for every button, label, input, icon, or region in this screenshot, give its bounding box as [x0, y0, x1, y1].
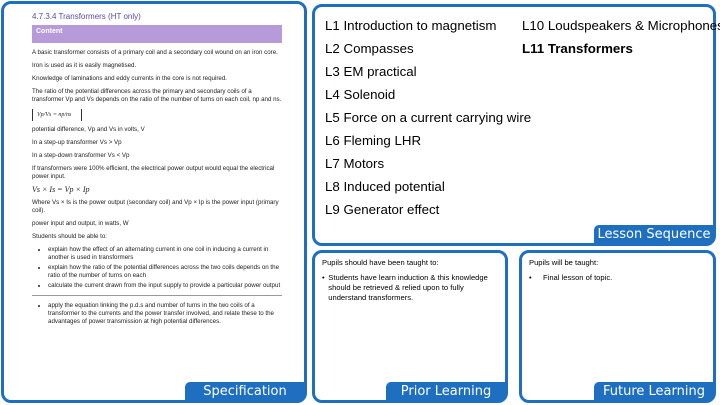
power-equation: Vs × Is = Vp × Ip — [32, 185, 90, 194]
lesson-item: L5 Force on a current carrying wire — [325, 110, 532, 125]
spec-bullet: apply the equation linking the p.d.s and… — [48, 302, 282, 326]
specification-label: Specification — [185, 382, 305, 401]
lesson-item: L4 Solenoid — [325, 87, 396, 102]
prior-learning-list: • Students have learn induction & this k… — [322, 273, 500, 303]
lesson-item: L1 Introduction to magnetism — [325, 18, 497, 33]
lesson-item: L8 Induced potential — [325, 179, 445, 194]
spec-title: 4.7.3.4 Transformers (HT only) — [32, 12, 141, 21]
specification-document: 4.7.3.4 Transformers (HT only) Content A… — [32, 13, 282, 331]
spec-paragraph: In a step-down transformer Vs < Vp — [32, 152, 130, 159]
lesson-item: L6 Fleming LHR — [325, 133, 422, 148]
lesson-item: L2 Compasses — [325, 41, 414, 56]
list-item: • Final lesson of topic. — [529, 273, 707, 283]
spec-bullet-list: explain how the effect of an alternating… — [32, 246, 282, 290]
bullet-icon: • — [529, 273, 532, 282]
spec-paragraph: The ratio of the potential differences a… — [32, 88, 282, 103]
spec-divider — [32, 295, 282, 296]
lesson-item: L3 EM practical — [325, 64, 417, 79]
spec-paragraph: Students should be able to: — [32, 233, 107, 240]
future-learning-heading: Pupils will be taught: — [529, 258, 599, 267]
spec-paragraph: Iron is used as it is easily magnetised. — [32, 62, 137, 69]
spec-paragraph: If transformers were 100% efficient, the… — [32, 165, 275, 180]
list-item: • Students have learn induction & this k… — [322, 273, 500, 303]
lesson-item-current: L11 Transformers — [522, 41, 633, 56]
future-learning-list: • Final lesson of topic. — [529, 273, 707, 283]
spec-content-header: Content — [32, 25, 282, 43]
lesson-column-1: L1 Introduction to magnetism L2 Compasse… — [325, 14, 531, 221]
spec-bullet: explain how the ratio of the potential d… — [48, 264, 282, 280]
future-learning-label: Future Learning — [594, 382, 714, 401]
spec-paragraph: A basic transformer consists of a primar… — [32, 49, 278, 56]
spec-paragraph: Knowledge of laminations and eddy curren… — [32, 75, 228, 82]
future-learning-panel: Pupils will be taught: • Final lesson of… — [519, 250, 716, 403]
prior-learning-label: Prior Learning — [386, 382, 506, 401]
lesson-sequence-panel: L1 Introduction to magnetism L2 Compasse… — [312, 4, 720, 246]
spec-paragraph: Where Vs × Is is the power output (secon… — [32, 199, 279, 214]
prior-learning-heading: Pupils should have been taught to: — [322, 258, 439, 267]
prior-learning-item: Students have learn induction & this kno… — [328, 273, 488, 302]
prior-learning-panel: Pupils should have been taught to: • Stu… — [312, 250, 508, 403]
bullet-icon: • — [322, 273, 325, 282]
specification-panel: 4.7.3.4 Transformers (HT only) Content A… — [1, 1, 307, 403]
spec-bullet: explain how the effect of an alternating… — [48, 246, 282, 262]
lesson-item: L7 Motors — [325, 156, 385, 171]
lesson-sequence-label: Lesson Sequence — [594, 225, 714, 244]
spec-paragraph: In a step-up transformer Vs > Vp — [32, 139, 122, 146]
spec-bullet: calculate the current drawn from the inp… — [48, 282, 282, 290]
future-learning-item: Final lesson of topic. — [543, 273, 613, 282]
turns-ratio-equation: Vp/Vs = np/ns — [32, 109, 82, 121]
spec-paragraph: power input and output, in watts, W — [32, 220, 129, 227]
lesson-item: L10 Loudspeakers & Microphones — [522, 18, 720, 33]
lesson-item: L9 Generator effect — [325, 202, 440, 217]
spec-bullet-list-2: apply the equation linking the p.d.s and… — [32, 302, 282, 326]
spec-paragraph: potential difference, Vp and Vs in volts… — [32, 126, 145, 133]
lesson-column-2: L10 Loudspeakers & Microphones L11 Trans… — [522, 14, 720, 60]
